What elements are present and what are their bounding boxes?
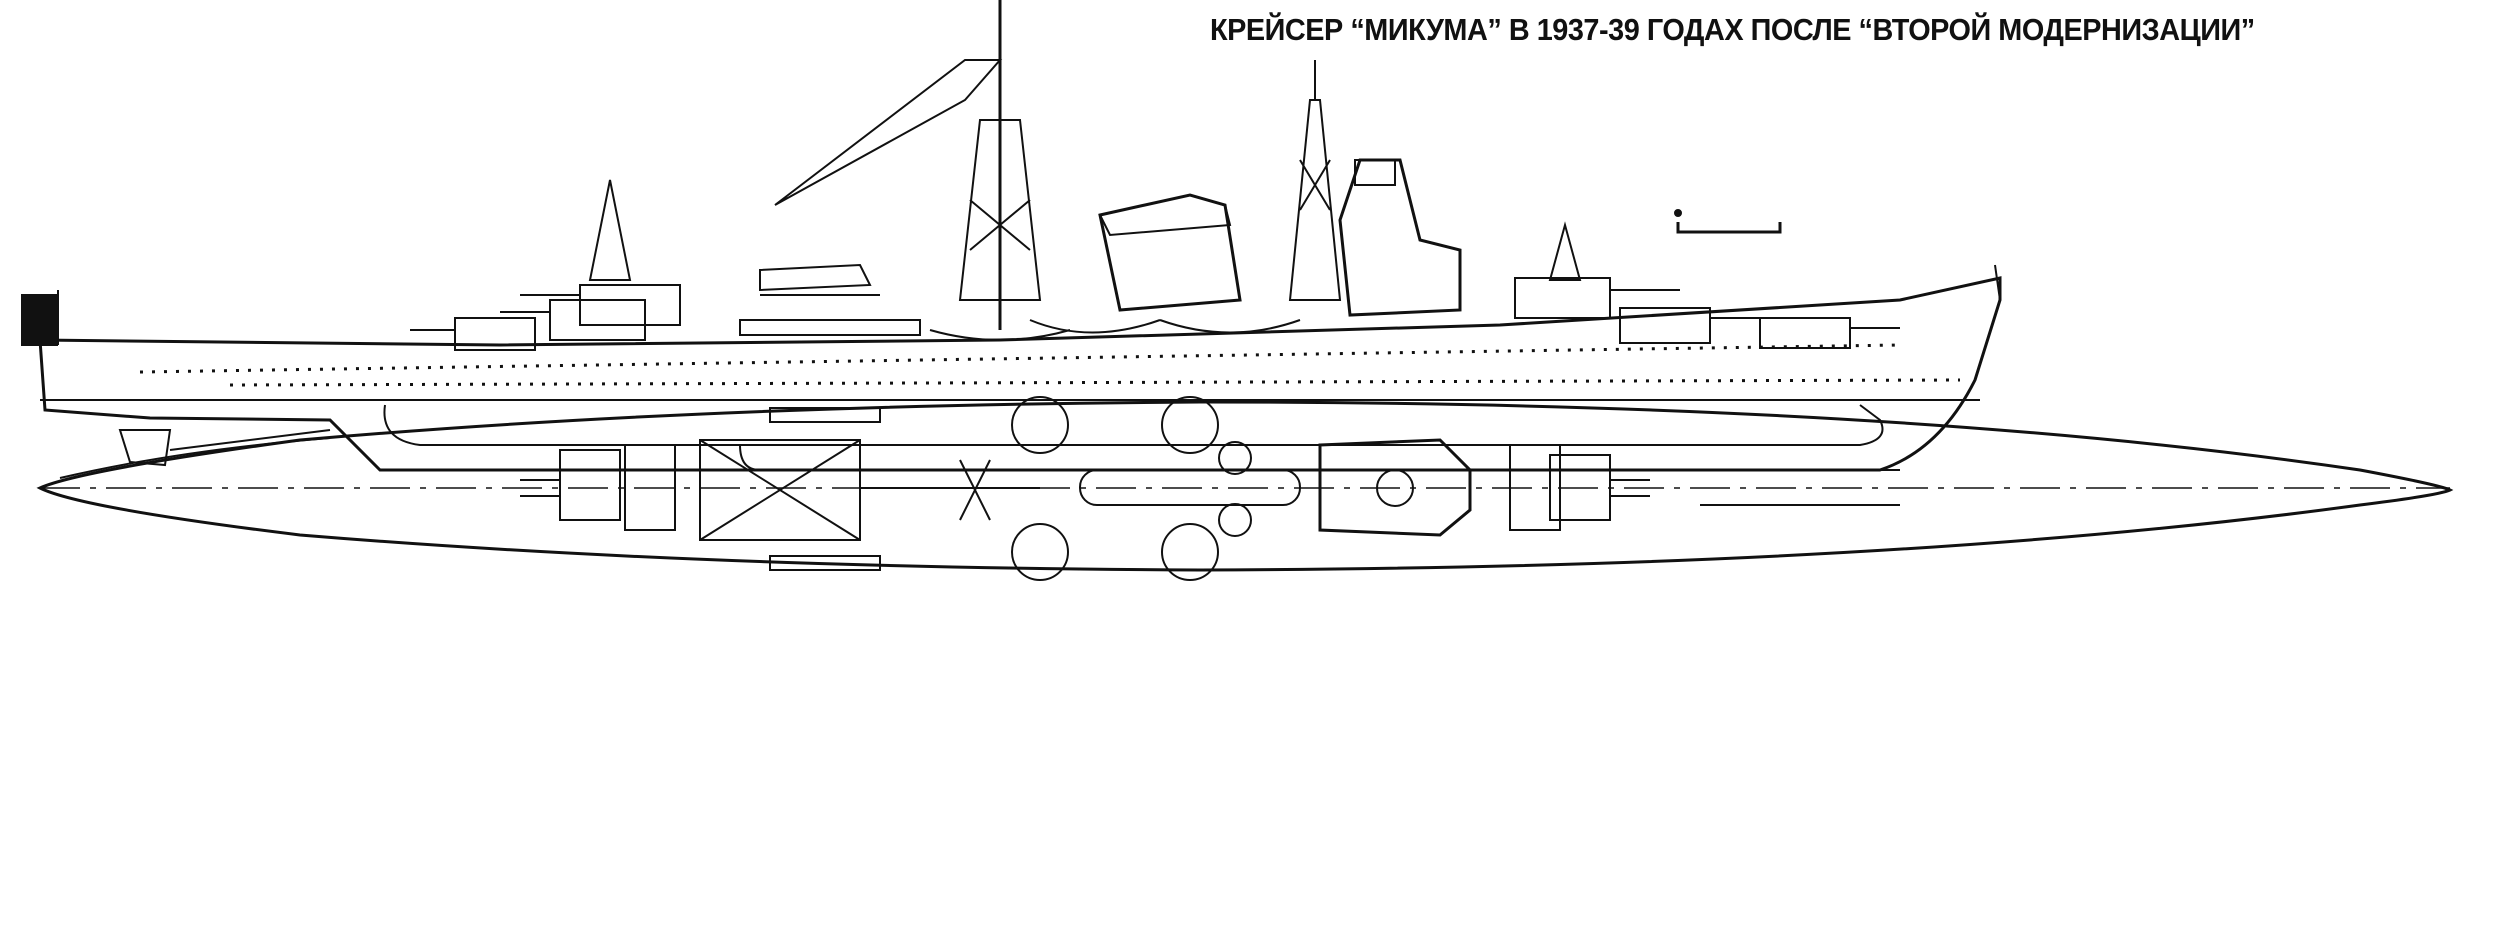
- turret-aft-4: [500, 299, 646, 341]
- drawing-title: КРЕЙСЕР “МИКУМА” В 1937-39 ГОДАХ ПОСЛЕ “…: [1210, 12, 2255, 47]
- boat: [1029, 319, 1161, 334]
- aa-mount: [1161, 396, 1219, 454]
- turret-fwd-1: [1514, 277, 1680, 319]
- funnel-cap: [1099, 204, 1232, 237]
- boat: [929, 329, 1071, 341]
- turret-aft-plan-2: [624, 444, 676, 531]
- mainmast-lattice: [958, 119, 1042, 301]
- jackstaff: [1994, 264, 2001, 301]
- bilge-keel: [383, 404, 1884, 446]
- bridge-tower: [1338, 158, 1462, 317]
- aa-mount: [1218, 503, 1252, 537]
- torpedo-tube: [769, 555, 881, 571]
- rudder: [118, 429, 172, 467]
- turret-fwd-3: [1759, 317, 1900, 349]
- armor-belt: [739, 444, 1840, 471]
- funnel-plan: [1079, 469, 1301, 506]
- aa-mount: [1218, 441, 1252, 475]
- turret-aft-plan: [520, 449, 621, 521]
- scale-bar: [1674, 209, 1782, 234]
- catapult: [739, 319, 921, 336]
- top-plan-view: [36, 396, 2454, 581]
- anchor-chains: [1700, 469, 1900, 506]
- stern-outline: [59, 437, 331, 479]
- aa-mount: [1011, 523, 1069, 581]
- turret-aft-5: [520, 284, 681, 326]
- director: [1376, 469, 1414, 507]
- turret-aft-3: [410, 317, 536, 351]
- side-profile-view: [21, 0, 2002, 472]
- turret-fwd-plan-1: [1509, 444, 1561, 531]
- aa-mount: [1011, 396, 1069, 454]
- seaplane: [759, 263, 880, 296]
- turret-fwd-2: [1619, 307, 1760, 344]
- torpedo-tube: [769, 407, 881, 423]
- porthole-row-lower: [229, 378, 1961, 387]
- foremast: [1288, 99, 1342, 301]
- turret-fwd-plan-2: [1549, 454, 1650, 521]
- ensign-flag: [21, 294, 58, 346]
- mainmast-aft: [588, 179, 632, 281]
- propeller-shaft: [169, 429, 331, 451]
- derrick-boom: [774, 59, 1003, 206]
- aircraft-plan: [860, 459, 1040, 521]
- porthole-row: [139, 343, 1901, 374]
- bridge-plan: [1318, 438, 1472, 537]
- hull-side: [38, 276, 2002, 472]
- rangefinder: [1354, 159, 1396, 186]
- funnel: [1098, 193, 1242, 312]
- hull-plan: [36, 400, 2454, 572]
- catapult-frame: [699, 439, 861, 541]
- boat: [1159, 319, 1301, 334]
- aa-mount: [1161, 523, 1219, 581]
- forward-mast: [1548, 221, 1582, 281]
